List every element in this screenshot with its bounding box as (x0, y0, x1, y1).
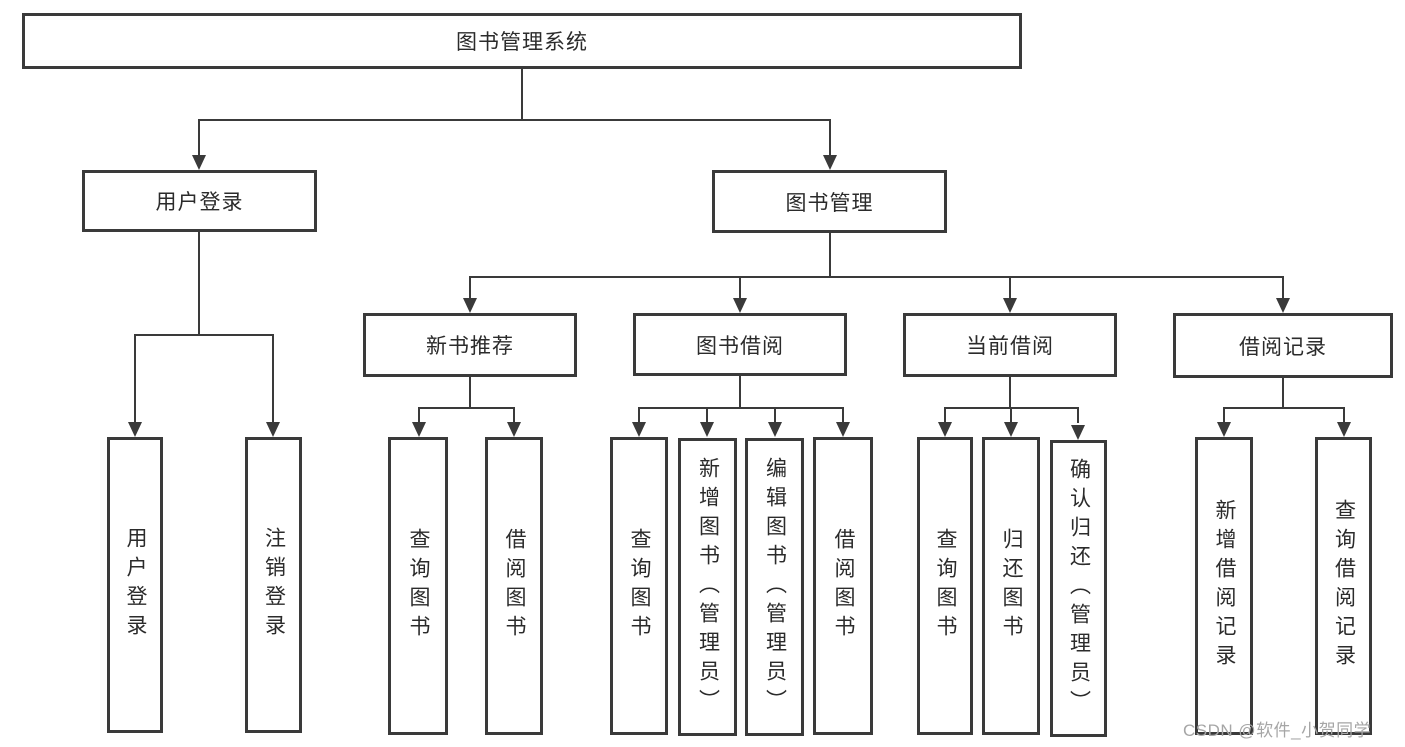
connector-line (1282, 378, 1284, 408)
leaf-edit-books-admin: 编辑图书（管理员） (745, 438, 804, 736)
node-user-login-label: 用户登录 (155, 191, 244, 214)
leaf-query-books-current-label: 查询图书 (934, 528, 957, 644)
connector-line (1223, 407, 1344, 409)
node-current-borrow-label: 当前借阅 (966, 335, 1054, 358)
leaf-logout-label: 注销登录 (262, 527, 286, 643)
leaf-user-login-label: 用户登录 (124, 527, 147, 643)
connector-line (638, 407, 844, 409)
node-book-management-label: 图书管理 (785, 191, 874, 215)
connector-line (469, 377, 471, 408)
connector-line (134, 334, 136, 422)
connector-line (1282, 276, 1284, 300)
leaf-add-borrow-record-label: 新增借阅记录 (1213, 499, 1236, 673)
leaf-add-books-admin-label: 新增图书（管理员） (696, 456, 720, 718)
leaf-add-borrow-record: 新增借阅记录 (1195, 437, 1253, 735)
connector-line (198, 232, 200, 335)
connector-line (739, 376, 741, 408)
leaf-query-books-borrow-label: 查询图书 (628, 528, 651, 644)
connector-line (1009, 377, 1011, 408)
node-new-book-recommend: 新书推荐 (363, 313, 577, 377)
connector-line (1343, 407, 1345, 423)
arrow-down-icon (1004, 422, 1018, 437)
leaf-query-books-recommend: 查询图书 (388, 437, 448, 735)
connector-line (1077, 407, 1079, 423)
connector-line (418, 407, 515, 409)
connector-line (774, 407, 776, 423)
connector-line (469, 276, 1284, 278)
node-book-borrow: 图书借阅 (633, 313, 847, 376)
arrow-down-icon (192, 155, 206, 170)
leaf-query-books-recommend-label: 查询图书 (407, 528, 430, 644)
leaf-confirm-return-admin: 确认归还（管理员） (1050, 440, 1107, 737)
arrow-down-icon (823, 155, 837, 170)
connector-line (134, 334, 273, 336)
arrow-down-icon (1071, 425, 1085, 440)
arrow-down-icon (266, 422, 280, 437)
leaf-return-books: 归还图书 (982, 437, 1040, 735)
leaf-logout: 注销登录 (245, 437, 302, 733)
csdn-watermark: CSDN @软件_小贺同学 (1183, 721, 1372, 740)
node-borrow-records-label: 借阅记录 (1239, 335, 1327, 359)
arrow-down-icon (412, 422, 426, 437)
arrow-down-icon (507, 422, 521, 437)
arrow-down-icon (632, 422, 646, 437)
arrow-down-icon (836, 422, 850, 437)
connector-line (272, 334, 274, 422)
arrow-down-icon (463, 298, 477, 313)
node-new-book-recommend-label: 新书推荐 (426, 335, 514, 358)
connector-line (418, 407, 420, 423)
leaf-borrow-books-recommend-label: 借阅图书 (503, 528, 526, 644)
leaf-query-borrow-record: 查询借阅记录 (1315, 437, 1372, 735)
leaf-query-books-current: 查询图书 (917, 437, 973, 735)
connector-line (1009, 276, 1011, 300)
connector-line (706, 407, 708, 423)
connector-line (198, 119, 200, 157)
connector-line (1223, 407, 1225, 423)
arrow-down-icon (733, 298, 747, 313)
arrow-down-icon (1276, 298, 1290, 313)
arrow-down-icon (938, 422, 952, 437)
node-root-label: 图书管理系统 (456, 31, 588, 54)
connector-line (944, 407, 946, 423)
node-user-login: 用户登录 (82, 170, 317, 232)
node-book-borrow-label: 图书借阅 (696, 334, 784, 358)
connector-line (739, 276, 741, 300)
arrow-down-icon (700, 422, 714, 437)
node-book-management: 图书管理 (712, 170, 947, 233)
connector-line (513, 407, 515, 423)
node-root: 图书管理系统 (22, 13, 1022, 69)
leaf-user-login: 用户登录 (107, 437, 163, 733)
connector-line (638, 407, 640, 423)
connector-line (469, 276, 471, 300)
arrow-down-icon (1003, 298, 1017, 313)
leaf-borrow-books-label: 借阅图书 (832, 528, 855, 644)
connector-line (842, 407, 844, 423)
leaf-query-borrow-record-label: 查询借阅记录 (1332, 499, 1356, 673)
leaf-borrow-books: 借阅图书 (813, 437, 873, 735)
leaf-borrow-books-recommend: 借阅图书 (485, 437, 543, 735)
connector-line (1010, 407, 1012, 423)
leaf-edit-books-admin-label: 编辑图书（管理员） (763, 456, 787, 718)
leaf-confirm-return-admin-label: 确认归还（管理员） (1067, 458, 1091, 719)
arrow-down-icon (1217, 422, 1231, 437)
connector-line (829, 119, 831, 157)
leaf-query-books-borrow: 查询图书 (610, 437, 668, 735)
leaf-add-books-admin: 新增图书（管理员） (678, 438, 737, 736)
arrow-down-icon (1337, 422, 1351, 437)
connector-line (198, 119, 831, 121)
arrow-down-icon (768, 422, 782, 437)
node-current-borrow: 当前借阅 (903, 313, 1117, 377)
node-borrow-records: 借阅记录 (1173, 313, 1393, 378)
arrow-down-icon (128, 422, 142, 437)
leaf-return-books-label: 归还图书 (1000, 528, 1023, 644)
connector-line (829, 233, 831, 277)
connector-line (521, 69, 523, 120)
